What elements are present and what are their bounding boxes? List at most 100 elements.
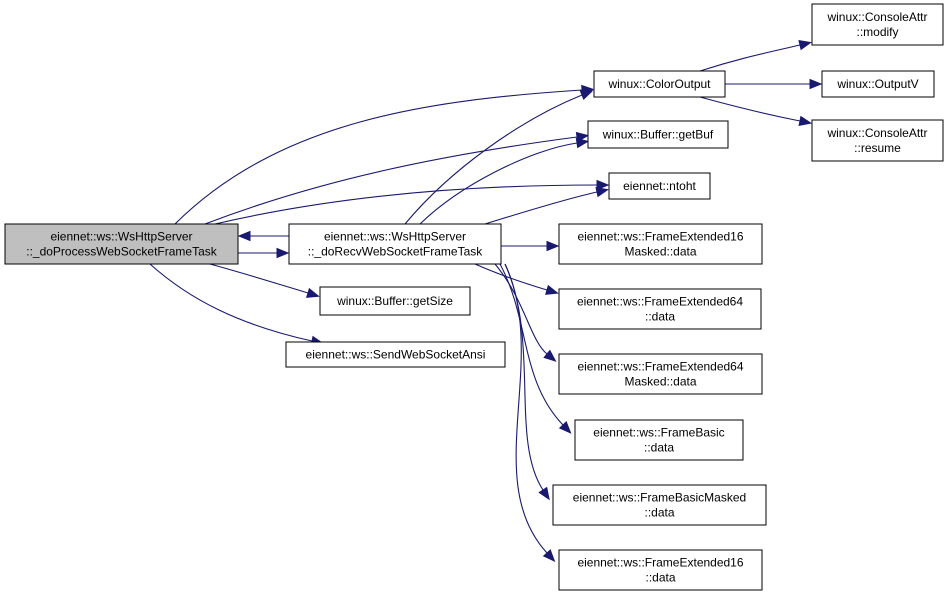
node-box [821, 70, 935, 98]
node-get-buf[interactable]: winux::Buffer::getBuf [587, 120, 729, 149]
node-label-line: ::data [644, 506, 674, 520]
node-output-v[interactable]: winux::OutputV [821, 70, 935, 98]
node-box [558, 549, 763, 591]
node-label-line: winux::ConsoleAttr [826, 10, 927, 24]
node-label-line: eiennet::ws::SendWebSocketAnsi [306, 348, 486, 362]
arrowhead-icon [809, 78, 823, 90]
node-label-line: eiennet::ws::FrameExtended16 [577, 556, 743, 570]
edge-line [204, 136, 578, 225]
node-fb-data[interactable]: eiennet::ws::FrameBasic::data [574, 419, 744, 461]
node-get-size[interactable]: winux::Buffer::getSize [319, 286, 471, 316]
edge-line [699, 44, 801, 72]
node-label-line: ::_doProcessWebSocketFrameTask [26, 245, 218, 259]
edge-line [484, 191, 598, 225]
node-label-line: Masked::data [624, 245, 696, 259]
node-console-resume[interactable]: winux::ConsoleAttr::resume [811, 119, 944, 162]
arrowhead-icon [798, 115, 813, 127]
node-process-task: eiennet::ws::WsHttpServer::_doProcessWeb… [4, 223, 239, 265]
node-label-line: Masked::data [624, 375, 696, 389]
edge-line [419, 142, 578, 225]
edge-recv_task-to-fe16m_data [501, 240, 560, 252]
node-label-line: eiennet::ws::FrameBasicMasked [573, 491, 746, 505]
node-label-line: eiennet::ws::WsHttpServer [324, 230, 466, 244]
node-ntoht[interactable]: eiennet::ntoht [608, 172, 711, 200]
edge-process_task-to-color_output [174, 84, 595, 225]
edge-line [174, 89, 583, 225]
edge-line [494, 263, 548, 355]
node-box [811, 119, 944, 162]
edge-process_task-to-get_size [209, 263, 320, 298]
node-label-line: ::resume [854, 141, 901, 155]
node-label-line: winux::ConsoleAttr [826, 126, 927, 140]
node-box [4, 223, 239, 265]
edge-line [214, 184, 598, 225]
edge-recv_task-to-fe64m_data [494, 263, 557, 362]
node-label-line: winux::Buffer::getBuf [602, 128, 714, 142]
node-label-line: eiennet::ws::FrameBasic [593, 426, 724, 440]
arrowhead-icon [538, 486, 550, 501]
arrowhead-icon [543, 349, 557, 362]
arrowhead-icon [306, 287, 320, 298]
arrowhead-icon [546, 240, 560, 252]
edge-process_task-to-ntoht [214, 179, 610, 225]
node-label-line: winux::Buffer::getSize [336, 294, 453, 308]
node-box [608, 172, 711, 200]
arrowhead-icon [575, 137, 590, 149]
node-fe64-data[interactable]: eiennet::ws::FrameExtended64::data [558, 288, 762, 330]
node-label-line: eiennet::ws::FrameExtended64 [577, 295, 743, 309]
node-color-output[interactable]: winux::ColorOutput [593, 70, 726, 98]
edge-line [149, 263, 313, 342]
node-label-line: ::_doRecvWebSocketFrameTask [308, 245, 484, 259]
node-send-ansi[interactable]: eiennet::ws::SendWebSocketAnsi [285, 341, 506, 368]
node-label-line: ::modify [856, 25, 898, 39]
edge-line [699, 96, 801, 122]
arrowhead-icon [798, 40, 812, 51]
node-console-modify[interactable]: winux::ConsoleAttr::modify [811, 3, 944, 46]
node-label-line: ::data [645, 310, 675, 324]
arrowhead-icon [558, 421, 572, 434]
edge-line [499, 263, 564, 426]
node-label-line: winux::OutputV [836, 77, 918, 91]
node-box [587, 120, 729, 149]
edge-color_output-to-console_modify [699, 40, 812, 72]
edge-recv_task-to-get_buf [419, 137, 590, 225]
edge-line [404, 94, 583, 225]
edge-line [209, 263, 309, 294]
edge-process_task-to-send_ansi [149, 263, 325, 347]
edge-recv_task-to-fe16_data [504, 263, 556, 563]
arrowhead-icon [579, 90, 594, 101]
edge-recv_task-to-fbm_data [504, 263, 550, 501]
edge-recv_task-to-process_task [237, 230, 289, 242]
arrowhead-icon [276, 247, 290, 259]
node-box [558, 353, 763, 395]
arrowhead-icon [542, 549, 556, 563]
edge-line [504, 263, 548, 554]
node-label-line: ::data [644, 441, 674, 455]
arrowhead-icon [595, 186, 610, 198]
edge-process_task-to-recv_task [238, 247, 290, 259]
node-fbm-data[interactable]: eiennet::ws::FrameBasicMasked::data [552, 484, 767, 526]
node-label-line: winux::ColorOutput [607, 77, 711, 91]
edge-recv_task-to-fe64_data [474, 263, 559, 295]
edge-color_output-to-console_resume [699, 96, 813, 127]
edges [149, 40, 823, 563]
node-box [288, 223, 502, 265]
node-box [593, 70, 726, 98]
node-box [811, 3, 944, 46]
arrowhead-icon [596, 179, 610, 191]
node-fe16-data[interactable]: eiennet::ws::FrameExtended16::data [558, 549, 763, 591]
node-box [574, 419, 744, 461]
node-label-line: eiennet::ws::WsHttpServer [50, 230, 192, 244]
node-box [558, 288, 762, 330]
node-box [285, 341, 506, 368]
node-recv-task[interactable]: eiennet::ws::WsHttpServer::_doRecvWebSoc… [288, 223, 502, 265]
edge-recv_task-to-color_output [404, 90, 594, 225]
edge-color_output-to-output_v [725, 78, 823, 90]
node-box [319, 286, 471, 316]
edge-line [504, 263, 544, 491]
arrowhead-icon [237, 230, 251, 242]
edge-recv_task-to-fb_data [499, 263, 572, 434]
